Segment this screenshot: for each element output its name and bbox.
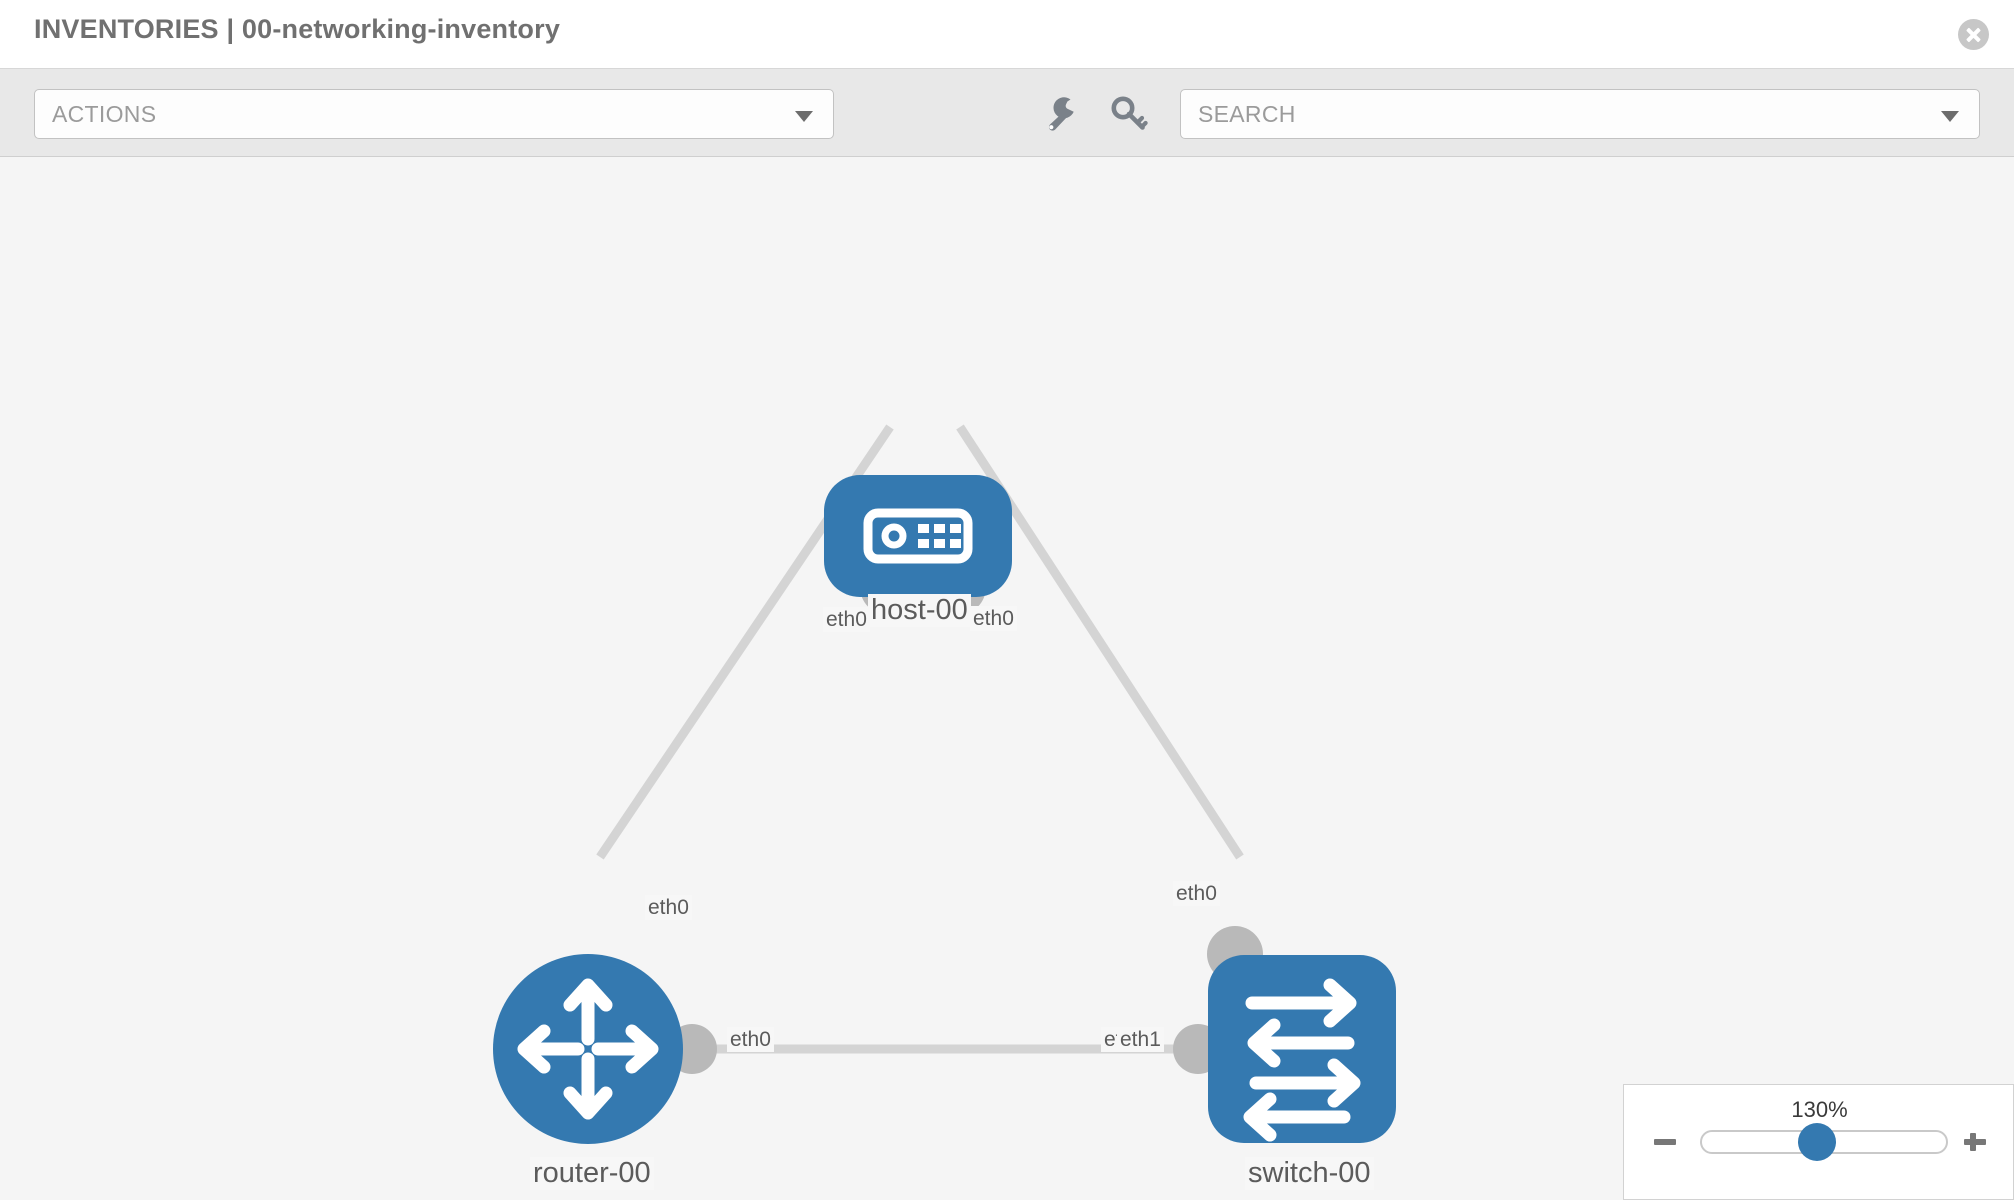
zoom-percent-label: 130%	[1791, 1097, 1848, 1122]
toolbar: ACTIONS SEARCH	[0, 69, 2014, 157]
zoom-control: 130%	[1623, 1084, 2014, 1200]
server-appliance-icon	[863, 508, 973, 564]
zoom-slider-thumb[interactable]	[1798, 1123, 1836, 1161]
page-header: INVENTORIES | 00-networking-inventory	[0, 0, 2014, 69]
port-label-switch-left-b: eth1	[1117, 1027, 1164, 1052]
zoom-out-button[interactable]	[1652, 1129, 1678, 1155]
actions-dropdown[interactable]: ACTIONS	[34, 89, 834, 139]
switch-arrows-icon	[1243, 978, 1361, 1142]
port-label-switch-up: eth0	[1173, 881, 1220, 906]
router-arrows-icon	[517, 978, 659, 1120]
topology-canvas[interactable]: eth0 host-00 eth0 eth0 eth0 router-00 et…	[0, 157, 2014, 1200]
chevron-down-icon	[795, 111, 813, 122]
node-router-00[interactable]	[493, 954, 683, 1144]
port-label-router-up: eth0	[645, 895, 692, 920]
port-label-host-left: eth0	[823, 607, 870, 632]
node-label-switch-00: switch-00	[1245, 1157, 1374, 1190]
port-label-router-right: eth0	[727, 1027, 774, 1052]
close-icon[interactable]	[1958, 19, 1989, 50]
key-icon[interactable]	[1106, 91, 1152, 137]
page-title: INVENTORIES | 00-networking-inventory	[34, 14, 561, 44]
node-host-00[interactable]	[824, 475, 1012, 597]
search-input[interactable]: SEARCH	[1180, 89, 1980, 139]
port-label-host-right: eth0	[970, 606, 1017, 631]
search-input-value: SEARCH	[1198, 101, 1296, 127]
wrench-icon[interactable]	[1037, 91, 1083, 137]
node-label-router-00: router-00	[530, 1157, 654, 1190]
nub-layer	[667, 559, 1263, 1074]
node-switch-00[interactable]	[1208, 955, 1396, 1143]
zoom-in-button[interactable]	[1962, 1129, 1988, 1155]
actions-dropdown-label: ACTIONS	[52, 101, 157, 127]
chevron-down-icon	[1941, 111, 1959, 122]
node-label-host-00: host-00	[868, 594, 971, 627]
topology-graph[interactable]	[0, 157, 2014, 1200]
